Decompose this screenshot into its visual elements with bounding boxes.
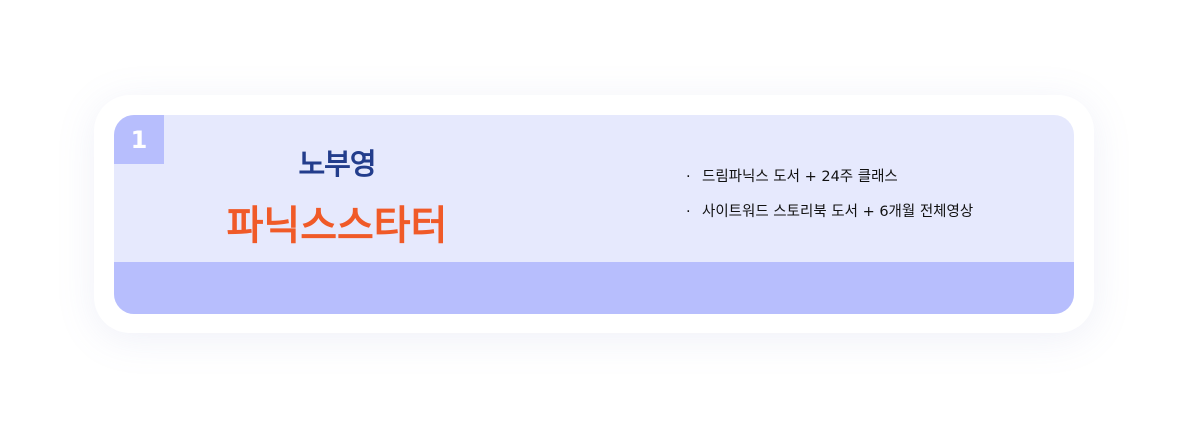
bottom-band [114, 262, 1074, 314]
number-badge: 1 [114, 115, 164, 164]
bullet-icon: · [686, 169, 691, 185]
product-card: 1 노부영 파닉스스타터 · 드림파닉스 도서 + 24주 클래스 · 사이트워드 … [94, 95, 1094, 333]
feature-list: · 드림파닉스 도서 + 24주 클래스 · 사이트워드 스토리북 도서 + 6개월… [686, 166, 973, 236]
bullet-icon: · [686, 204, 691, 220]
list-item: · 드림파닉스 도서 + 24주 클래스 [686, 166, 973, 201]
list-item: · 사이트워드 스토리북 도서 + 6개월 전체영상 [686, 201, 973, 236]
feature-text: 드림파닉스 도서 + 24주 클래스 [702, 169, 898, 185]
product-title: 파닉스스타터 [226, 203, 448, 249]
feature-text: 사이트워드 스토리북 도서 + 6개월 전체영상 [702, 204, 974, 220]
product-card-panel: 1 노부영 파닉스스타터 · 드림파닉스 도서 + 24주 클래스 · 사이트워드 … [114, 115, 1074, 314]
brand-title: 노부영 [298, 147, 376, 181]
